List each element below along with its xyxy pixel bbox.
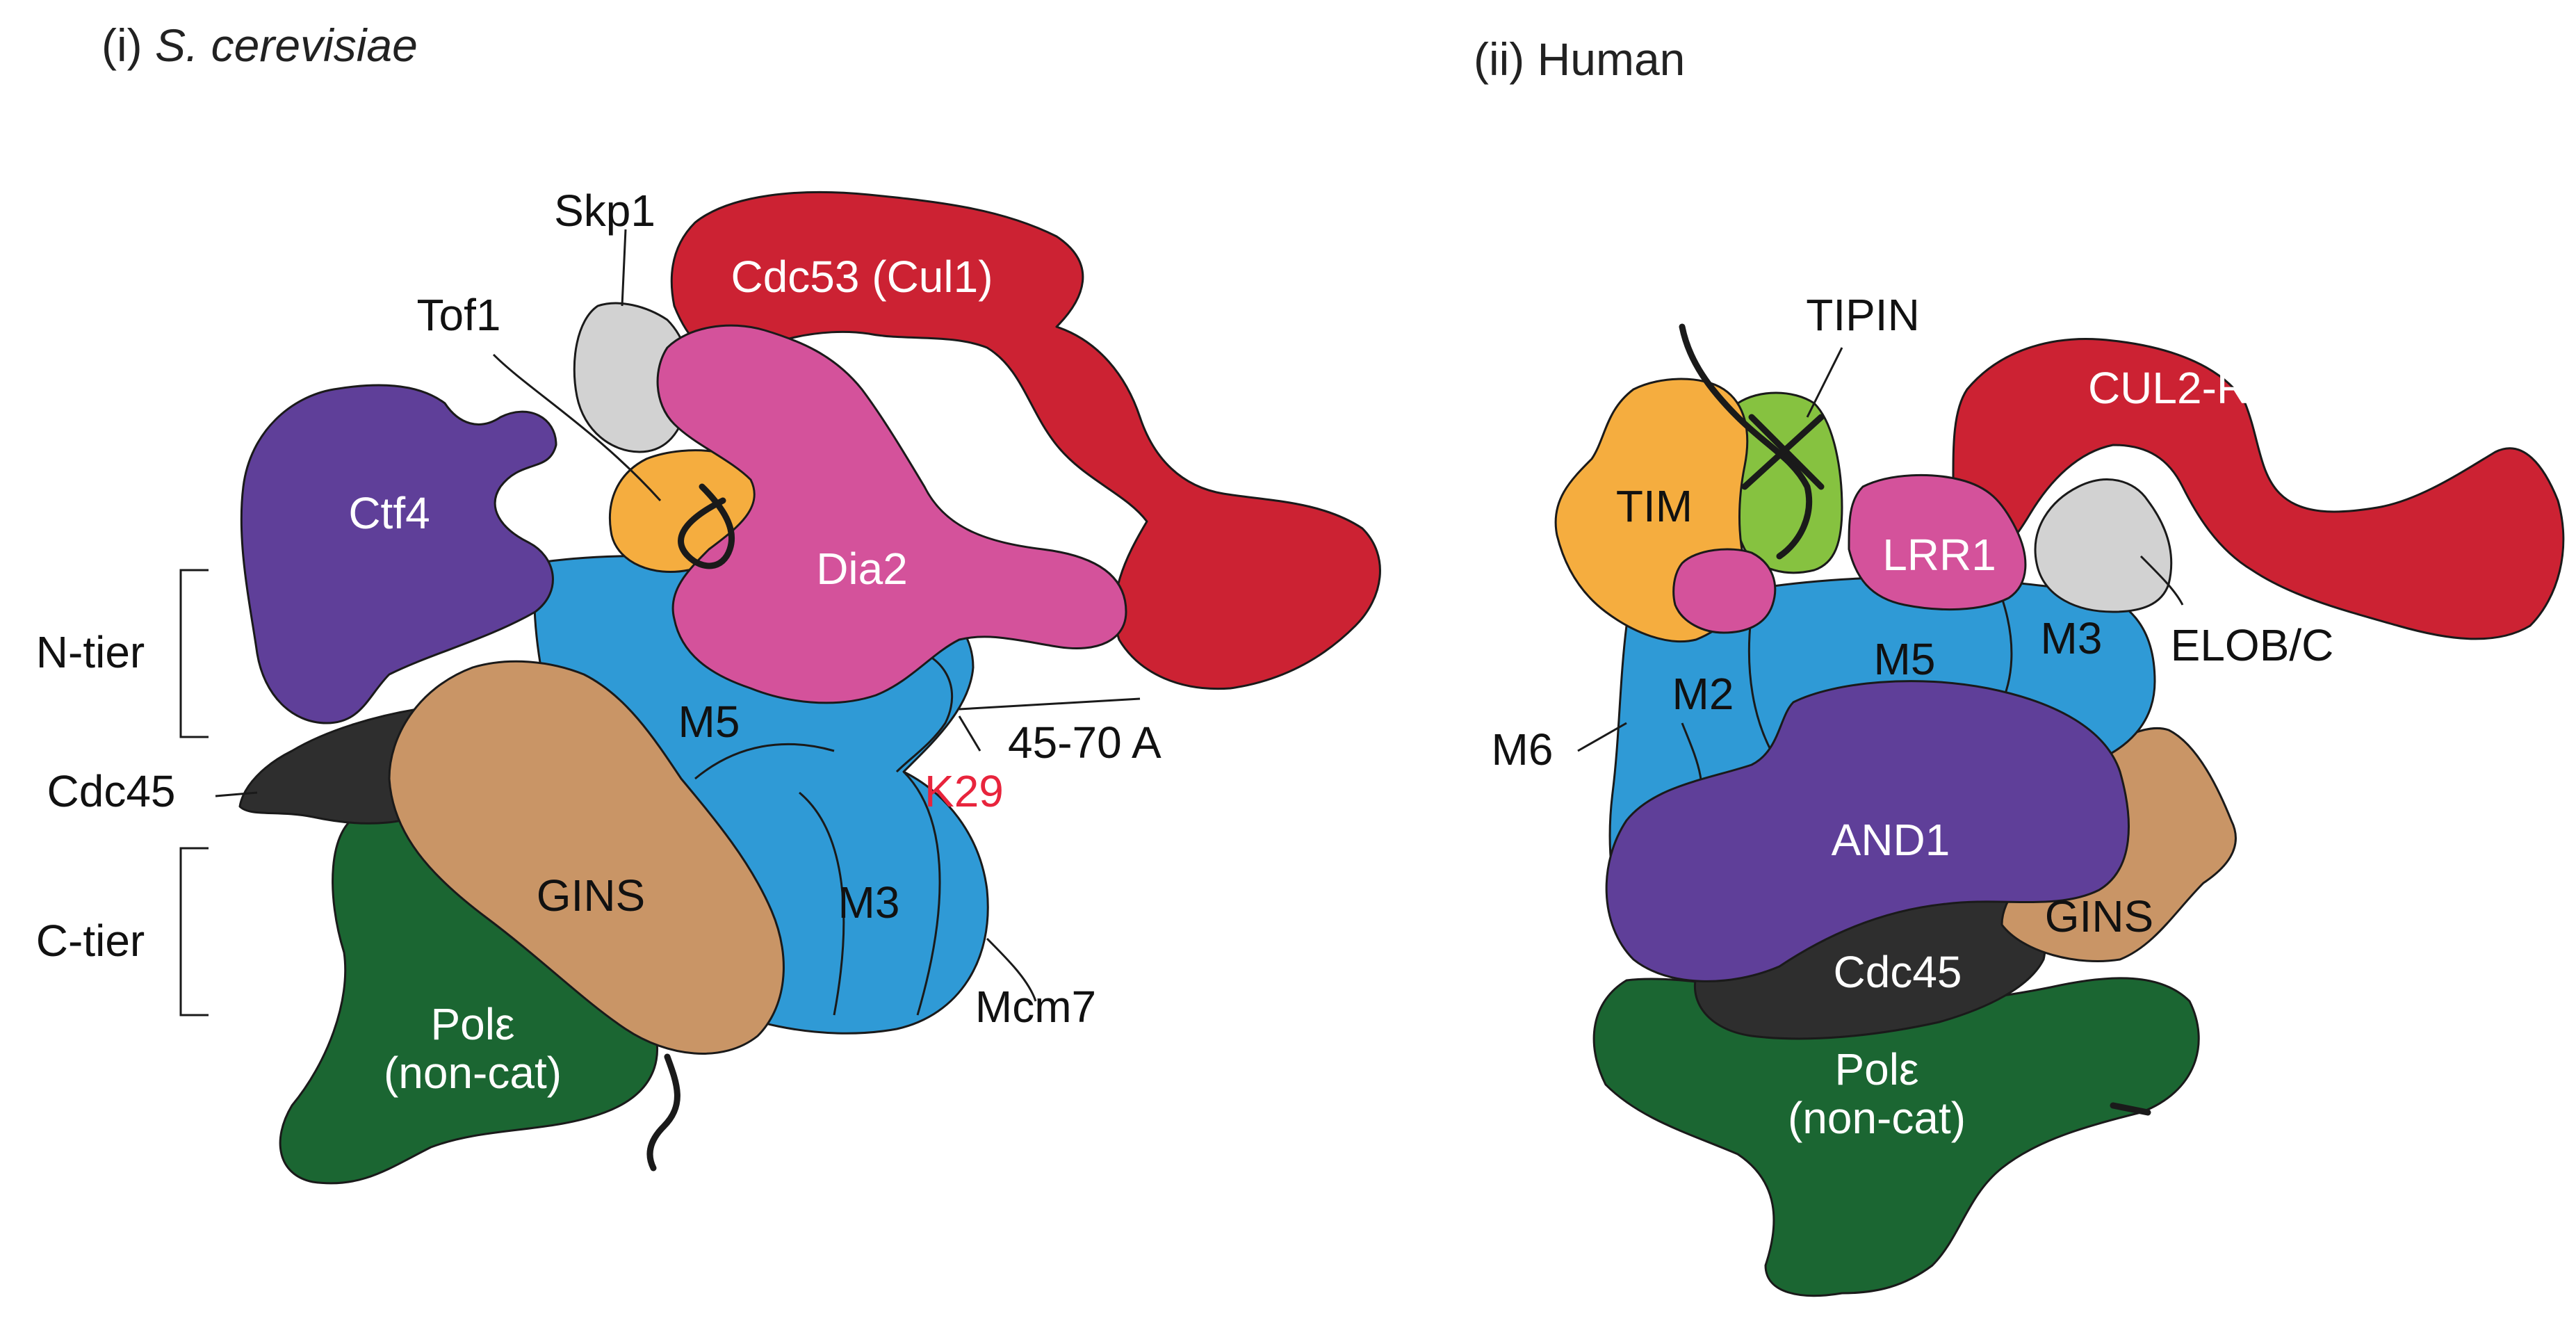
yeast-label-pole-line2: (non-cat)	[384, 1048, 562, 1098]
panel-human-title: (ii) Human	[1474, 33, 1685, 85]
yeast-label-skp1: Skp1	[554, 186, 655, 236]
yeast-label-k29: K29	[924, 766, 1004, 816]
yeast-label-m5: M5	[678, 697, 740, 747]
human-label-elob: ELOB/C	[2171, 620, 2334, 670]
yeast-label-m3: M3	[838, 877, 900, 927]
yeast-mcm-m3-divider-b	[902, 770, 941, 1016]
yeast-mcm-m3-divider-a	[799, 791, 845, 1016]
human-label-cdc45: Cdc45	[1834, 947, 1962, 997]
human-label-gins: GINS	[2045, 891, 2153, 941]
human-and1-shape	[1605, 680, 2130, 982]
yeast-mcm7-leader	[986, 937, 1037, 1002]
human-m6-leader	[1577, 722, 1627, 752]
yeast-dna-strand-top	[678, 483, 735, 569]
panel-human: (ii) Human	[1474, 33, 2565, 1297]
yeast-label-ctf4: Ctf4	[348, 488, 430, 538]
human-tipin-leader	[1806, 347, 1843, 418]
yeast-tof1-leader	[492, 353, 662, 502]
human-label-lrr1: LRR1	[1882, 530, 1996, 580]
human-dna-strand-top	[1679, 323, 1813, 560]
human-elob-leader	[2139, 555, 2184, 606]
yeast-dia2-shape	[656, 324, 1127, 704]
human-dna-strand-bottom	[2110, 1102, 2151, 1116]
yeast-label-cdc53: Cdc53 (Cul1)	[731, 252, 993, 302]
human-label-m6: M6	[1492, 724, 1554, 775]
yeast-label-distance: 45-70 A	[1008, 718, 1161, 768]
yeast-mcm-m5-divider	[694, 743, 835, 780]
human-lrr1-small-shape	[1672, 548, 1777, 634]
yeast-label-c-tier: C-tier	[36, 916, 145, 966]
yeast-skp1-shape	[573, 302, 692, 453]
yeast-label-tof1: Tof1	[417, 290, 501, 340]
human-label-m2: M2	[1672, 669, 1734, 719]
yeast-label-gins: GINS	[537, 870, 645, 921]
yeast-skp1-leader	[621, 229, 627, 307]
yeast-k29-leader	[958, 715, 981, 752]
yeast-label-mcm7: Mcm7	[975, 982, 1096, 1032]
yeast-cdc45-leader	[215, 791, 258, 797]
human-label-m5: M5	[1874, 634, 1936, 684]
human-label-tim: TIM	[1616, 481, 1693, 531]
yeast-distance-leader	[959, 697, 1141, 711]
yeast-label-dia2: Dia2	[816, 544, 908, 594]
human-dna-crosshatch-b	[1741, 414, 1825, 490]
yeast-c-tier-bracket	[179, 847, 209, 1016]
yeast-gins-shape	[388, 660, 785, 1055]
yeast-label-pole-line1: Polε	[430, 999, 514, 1049]
panel-yeast: (i) S. cerevisiae	[36, 19, 1381, 1185]
human-cul2-shape	[1948, 338, 2565, 640]
human-label-pole-line1: Polε	[1834, 1044, 1918, 1094]
human-label-pole-line2: (non-cat)	[1788, 1093, 1966, 1143]
yeast-label-n-tier: N-tier	[36, 627, 145, 677]
human-label-tipin: TIPIN	[1806, 290, 1920, 340]
human-label-cul2: CUL2-RBX1	[2088, 363, 2333, 413]
panel-yeast-title: (i) S. cerevisiae	[101, 19, 418, 71]
yeast-n-tier-bracket	[179, 569, 209, 738]
yeast-dna-strand-bottom	[646, 1053, 680, 1172]
human-elob-shape	[2034, 478, 2173, 613]
yeast-cdc53-shape	[670, 191, 1381, 690]
human-label-m3: M3	[2041, 613, 2103, 663]
human-label-and1: AND1	[1832, 815, 1950, 865]
human-lrr1-shape	[1848, 473, 2027, 611]
yeast-label-cdc45: Cdc45	[47, 766, 176, 816]
yeast-ctf4-shape	[240, 384, 557, 724]
